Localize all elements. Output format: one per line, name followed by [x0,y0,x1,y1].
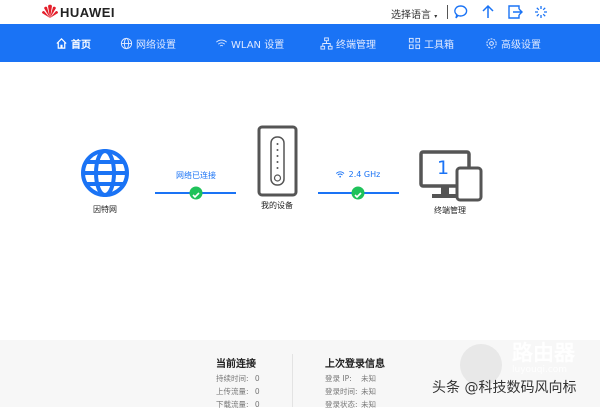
footer-panel: 当前连接 持续时间: 0 上传流量: 0 下载流量: 0 上次登录信息 登录 I… [0,340,600,409]
nav-label: 首页 [71,40,91,51]
divider [292,354,293,407]
language-select[interactable]: 选择语言 ▾ [391,6,437,21]
device-label: 我的设备 [261,201,293,210]
grid-icon [408,37,421,50]
nav-terminal-management[interactable]: 终端管理 [320,36,376,51]
stat-value: 未知 [361,400,376,409]
logout-icon[interactable] [507,4,523,20]
nav-label: 终端管理 [336,40,376,51]
huawei-logo-icon [42,4,58,19]
loading-icon[interactable] [533,4,549,20]
router-device-icon[interactable] [257,125,298,197]
internet-label: 因特网 [93,205,117,214]
check-icon [189,186,203,200]
nav-advanced-settings[interactable]: 高级设置 [485,36,541,51]
topology-icon [320,37,333,50]
gear-icon [486,38,497,49]
terminal-label[interactable]: 终端管理 [434,206,466,215]
brand-name: HUAWEI [60,5,115,20]
last-login-title: 上次登录信息 [325,359,385,370]
nav-wlan-settings[interactable]: WLAN 设置 [215,36,284,51]
nav-label: 高级设置 [501,40,541,51]
wifi-band: 2.4 GHz [335,170,381,179]
terminal-devices-icon[interactable] [419,150,483,202]
check-icon [351,186,365,200]
globe-icon [120,37,133,50]
nav-label: 工具箱 [424,40,454,51]
stat-value: 未知 [361,374,376,383]
caret-down-icon: ▾ [434,13,438,20]
upload-icon[interactable] [480,4,496,20]
nav-toolbox[interactable]: 工具箱 [408,36,454,51]
stat-key: 登录 IP: [325,374,352,383]
stat-key: 上传流量: [216,387,249,396]
stat-key: 登录时间: [325,387,358,396]
stat-key: 下载流量: [216,400,249,409]
wifi-icon [216,39,227,47]
terminal-count: 1 [437,157,450,179]
last-login-list: 登录 IP:未知 登录时间:未知 登录状态:未知 [325,373,376,412]
nav-label: 网络设置 [136,40,176,51]
main-nav: 首页 网络设置 WLAN 设置 终端管理 工具箱 高级设置 [0,24,600,62]
wifi-icon [335,171,345,178]
watermark-author: 头条 @科技数码风向标 [432,380,577,396]
stat-key: 登录状态: [325,400,358,409]
nav-home[interactable]: 首页 [55,36,91,51]
nav-network-settings[interactable]: 网络设置 [120,36,176,51]
watermark-logo [460,344,502,386]
stat-value: 0 [254,374,260,383]
divider [447,5,448,19]
link-status: 网络已连接 [176,171,216,180]
watermark-domain: luyouqi.com [512,365,568,375]
internet-globe-icon[interactable] [80,148,130,198]
current-connection-list: 持续时间: 0 上传流量: 0 下载流量: 0 [216,373,260,412]
stat-key: 持续时间: [216,374,249,383]
watermark-site: 路由器 [512,341,575,365]
stat-value: 0 [254,387,260,396]
current-connection-title: 当前连接 [216,359,256,370]
huawei-logo [42,3,58,19]
language-label: 选择语言 [391,10,431,21]
home-icon [56,38,67,49]
stat-value: 未知 [361,387,376,396]
nav-label: WLAN 设置 [231,40,285,51]
message-icon[interactable] [453,4,469,20]
band-label: 2.4 GHz [348,170,381,179]
stat-value: 0 [254,400,260,409]
